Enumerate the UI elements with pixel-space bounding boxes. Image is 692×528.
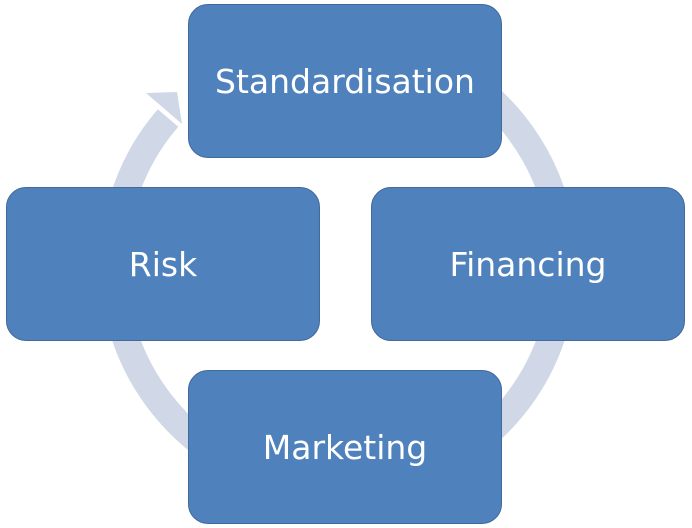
node-label: Marketing	[262, 427, 428, 467]
node-risk: Risk	[6, 187, 320, 341]
node-financing: Financing	[371, 187, 685, 341]
node-marketing: Marketing	[188, 370, 502, 524]
arrowhead-icon	[146, 92, 182, 124]
node-label: Standardisation	[215, 61, 475, 101]
node-label: Risk	[128, 244, 198, 284]
node-standardisation: Standardisation	[188, 4, 502, 158]
node-label: Financing	[449, 244, 607, 284]
